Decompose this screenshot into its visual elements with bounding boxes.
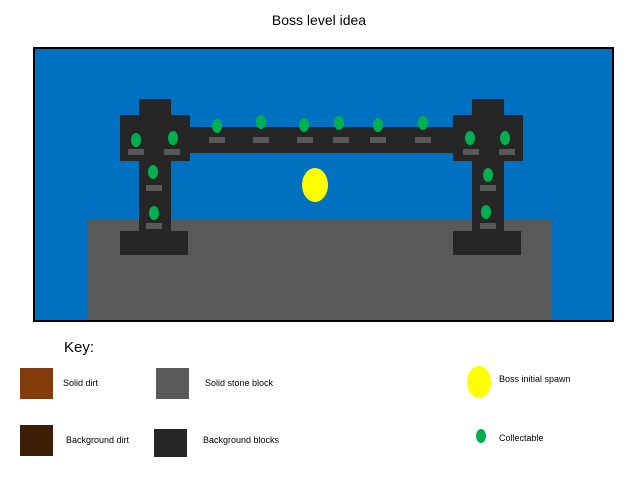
swatch-background-blocks <box>154 429 187 457</box>
stone-left-step <box>87 220 119 230</box>
collectable <box>481 205 491 219</box>
brick <box>480 185 496 191</box>
collectable <box>256 115 266 129</box>
collectable <box>148 165 158 179</box>
swatch-solid-dirt <box>20 368 53 399</box>
collectable <box>373 118 383 132</box>
collectable-icon <box>476 429 486 443</box>
collectable <box>212 119 222 133</box>
brick <box>499 149 515 155</box>
brick <box>370 137 386 143</box>
collectable <box>334 116 344 130</box>
level-scene <box>33 47 614 322</box>
brick <box>164 149 180 155</box>
brick <box>415 137 431 143</box>
key-label-solid-dirt: Solid dirt <box>63 378 99 388</box>
brick <box>146 185 162 191</box>
collectable <box>299 118 309 132</box>
right-tower-cap <box>472 99 504 119</box>
collectable <box>418 116 428 130</box>
key-label-boss-spawn: Boss initial spawn <box>499 374 571 384</box>
collectable <box>465 131 475 145</box>
boss-spawn <box>302 168 328 202</box>
swatch-background-dirt <box>20 425 53 456</box>
collectable <box>168 131 178 145</box>
stone-right-ledge <box>519 220 551 320</box>
stone-left-ledge <box>87 220 119 320</box>
diagram-title: Boss level idea <box>271 12 367 28</box>
collectable <box>149 206 159 220</box>
key-label-background-blocks: Background blocks <box>203 435 280 445</box>
right-tower-base <box>453 231 521 255</box>
brick <box>463 149 479 155</box>
brick <box>480 223 496 229</box>
key-heading: Key: <box>64 339 95 356</box>
brick <box>297 137 313 143</box>
key-label-background-dirt: Background dirt <box>66 435 130 445</box>
collectable <box>500 131 510 145</box>
boss-spawn-icon <box>467 366 491 398</box>
key-label-collectable: Collectable <box>499 433 544 443</box>
brick <box>333 137 349 143</box>
bridge <box>188 127 454 153</box>
left-tower-base <box>120 231 188 255</box>
swatch-solid-stone <box>156 368 189 399</box>
collectable <box>483 168 493 182</box>
brick <box>209 137 225 143</box>
collectable <box>131 133 141 147</box>
brick <box>146 223 162 229</box>
brick <box>253 137 269 143</box>
brick <box>128 149 144 155</box>
key-label-solid-stone: Solid stone block <box>205 378 274 388</box>
left-tower-cap <box>139 99 171 119</box>
